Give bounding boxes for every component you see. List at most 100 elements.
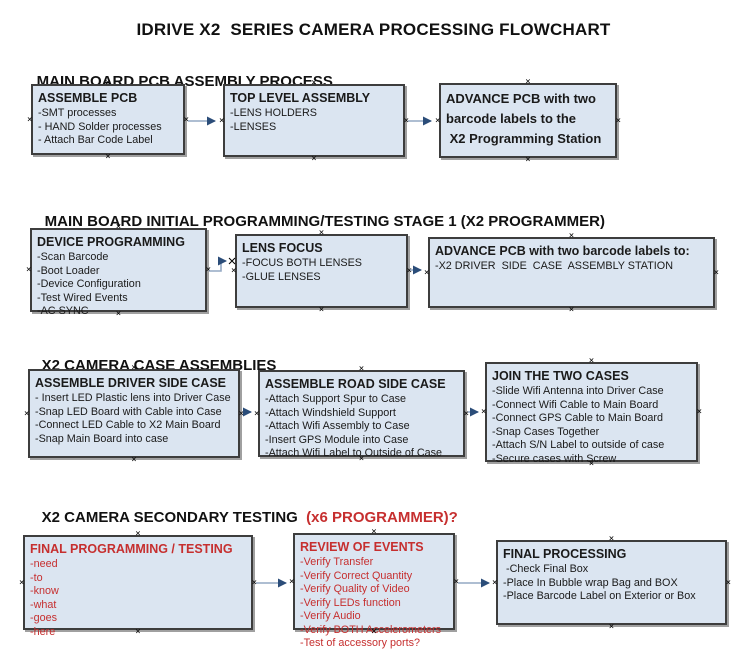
box-item: - Attach Bar Code Label (38, 134, 153, 146)
box-item: -Test Wired Events (37, 291, 128, 304)
box-item: -Verify LEDs function (300, 596, 401, 609)
connection-handle-icon: × (608, 622, 615, 632)
connection-handle-icon: × (424, 267, 430, 278)
connection-handle-icon: × (27, 114, 33, 125)
box-title: FINAL PROCESSING (503, 547, 627, 561)
box-item: -Snap Main Board into case (35, 432, 169, 445)
box-title: JOIN THE TWO CASES (492, 369, 629, 383)
box-item: -Connect GPS Cable to Main Board (492, 412, 664, 424)
join-two-cases-box[interactable]: JOIN THE TWO CASES -Slide Wifi Antenna i… (481, 357, 702, 469)
box-item: -Verify BOTH Accelerometers (300, 623, 441, 636)
box-item: -FOCUS BOTH LENSES (242, 257, 362, 269)
connection-handle-icon: × (696, 407, 702, 417)
connection-handle-icon: × (481, 407, 487, 417)
box-item: -here (30, 625, 56, 638)
box-item: -GLUE LENSES (242, 270, 321, 283)
box-bold-line: barcode labels to the (446, 111, 577, 126)
box-item: -Place Barcode Label on Exterior or Box (503, 590, 696, 602)
connection-handle-icon: × (615, 115, 621, 126)
connection-handle-icon: × (251, 577, 257, 588)
box-item: -X2 DRIVER SIDE CASE ASSEMBLY STATION (435, 260, 673, 272)
top-level-assembly-box[interactable]: TOP LEVEL ASSEMBLY -LENS HOLDERS -LENSES… (219, 79, 409, 164)
box-title: ADVANCE PCB with two barcode labels to: (435, 244, 690, 258)
connection-handle-icon: × (525, 155, 531, 165)
box-bold-line: ADVANCE PCB with two (446, 91, 596, 106)
box-item: -what (30, 598, 57, 611)
box-item: -SMT processes (38, 107, 117, 119)
connection-handle-icon: × (231, 266, 237, 276)
connection-handle-icon: × (105, 152, 111, 162)
box-item: -to (30, 571, 43, 584)
box-item: -Verify Transfer (300, 556, 374, 568)
connection-handle-icon: × (254, 408, 260, 419)
final-programming-testing-box[interactable]: FINAL PROGRAMMING / TESTING -need -to -k… (19, 530, 257, 638)
box-item: -LENSES (230, 120, 277, 133)
connection-handle-icon: × (183, 114, 189, 125)
box-title: REVIEW OF EVENTS (300, 540, 424, 554)
box-item: -Attach Windshield Support (265, 406, 396, 419)
connection-handle-icon: × (403, 115, 409, 126)
box-item: -Place In Bubble wrap Bag and BOX (503, 576, 678, 589)
connection-handle-icon: × (525, 77, 531, 87)
box-title: ASSEMBLE ROAD SIDE CASE (265, 377, 446, 391)
connection-handle-icon: × (318, 305, 325, 315)
connection-handle-icon: × (406, 266, 412, 276)
connection-handle-icon: × (205, 265, 211, 275)
lens-focus-box[interactable]: LENS FOCUS -FOCUS BOTH LENSES -GLUE LENS… (231, 229, 412, 315)
box-title: ASSEMBLE DRIVER SIDE CASE (35, 376, 227, 390)
box-item: -Connect Wifi Cable to Main Board (492, 398, 659, 411)
box-title: ASSEMBLE PCB (38, 91, 138, 105)
advance-pcb-case-assembly-box[interactable]: ADVANCE PCB with two barcode labels to: … (424, 232, 719, 315)
assemble-pcb-box[interactable]: ASSEMBLE PCB -SMT processes - HAND Solde… (27, 79, 189, 162)
box-title: TOP LEVEL ASSEMBLY (230, 91, 371, 105)
box-item: -Attach S/N Label to outside of case (492, 439, 665, 451)
box-item: -Slide Wifi Antenna into Driver Case (492, 385, 664, 397)
box-item: -Verify Correct Quantity (300, 569, 413, 582)
box-item: -Insert GPS Module into Case (265, 433, 409, 446)
box-item: -Attach Wifi Label to Outside of Case (265, 447, 443, 459)
connection-handle-icon: × (19, 577, 25, 588)
box-item: -Verify Quality of Video (300, 583, 410, 595)
connection-handle-icon: × (238, 408, 244, 419)
connection-handle-icon: × (463, 408, 469, 419)
box-item: -LENS HOLDERS (230, 107, 317, 119)
box-title: FINAL PROGRAMMING / TESTING (30, 542, 233, 556)
connection-handle-icon: × (289, 576, 295, 587)
box-title: DEVICE PROGRAMMING (37, 235, 185, 249)
box-item: - Insert LED Plastic lens into Driver Ca… (35, 392, 231, 404)
box-item: -Test of accessory ports? (300, 637, 421, 649)
box-item: -Connect LED Cable to X2 Main Board (35, 419, 221, 431)
box-item: -need (30, 558, 58, 570)
box-item: -Device Configuration (37, 278, 141, 290)
box-item: -Verify Audio (300, 610, 361, 622)
assemble-road-side-case-box[interactable]: ASSEMBLE ROAD SIDE CASE -Attach Support … (254, 365, 469, 464)
heading-red-note: (x6 PROGRAMMER)? (306, 509, 458, 526)
box-item: -Scan Barcode (37, 251, 109, 263)
connection-handle-icon: × (358, 364, 365, 374)
box-bold-line: X2 Programming Station (446, 131, 602, 146)
box-item: -know (30, 585, 59, 597)
advance-pcb-programming-station-box[interactable]: ADVANCE PCB with two barcode labels to t… (435, 78, 621, 165)
connection-handle-icon: × (219, 115, 225, 126)
connection-handle-icon: × (588, 356, 595, 366)
section-heading-secondary-testing: X2 CAMERA SECONDARY TESTING (x6 PROGRAMM… (41, 509, 458, 526)
review-of-events-box[interactable]: REVIEW OF EVENTS -Verify Transfer -Verif… (289, 528, 459, 650)
connection-handle-icon: × (26, 265, 32, 275)
device-programming-box[interactable]: DEVICE PROGRAMMING -Scan Barcode -Boot L… (26, 223, 211, 319)
box-item: - HAND Solder processes (38, 120, 162, 133)
box-item: -Boot Loader (37, 264, 100, 277)
connection-handle-icon: × (568, 305, 575, 315)
box-item: -Snap LED Board with Cable into Case (35, 405, 222, 418)
box-item: -Attach Support Spur to Case (265, 393, 407, 405)
box-item: -Snap Cases Together (492, 425, 600, 438)
final-processing-box[interactable]: FINAL PROCESSING -Check Final Box -Place… (492, 535, 731, 632)
box-title: LENS FOCUS (242, 241, 323, 255)
connection-handle-icon: × (24, 408, 30, 419)
connection-handle-icon: × (713, 267, 719, 278)
connector-arrow[interactable] (209, 256, 236, 272)
page-title: IDRIVE X2 SERIES CAMERA PROCESSING FLOWC… (136, 20, 611, 39)
box-item: -goes (30, 612, 58, 624)
connection-handle-icon: × (453, 576, 459, 587)
assemble-driver-side-case-box[interactable]: ASSEMBLE DRIVER SIDE CASE - Insert LED P… (24, 364, 244, 465)
